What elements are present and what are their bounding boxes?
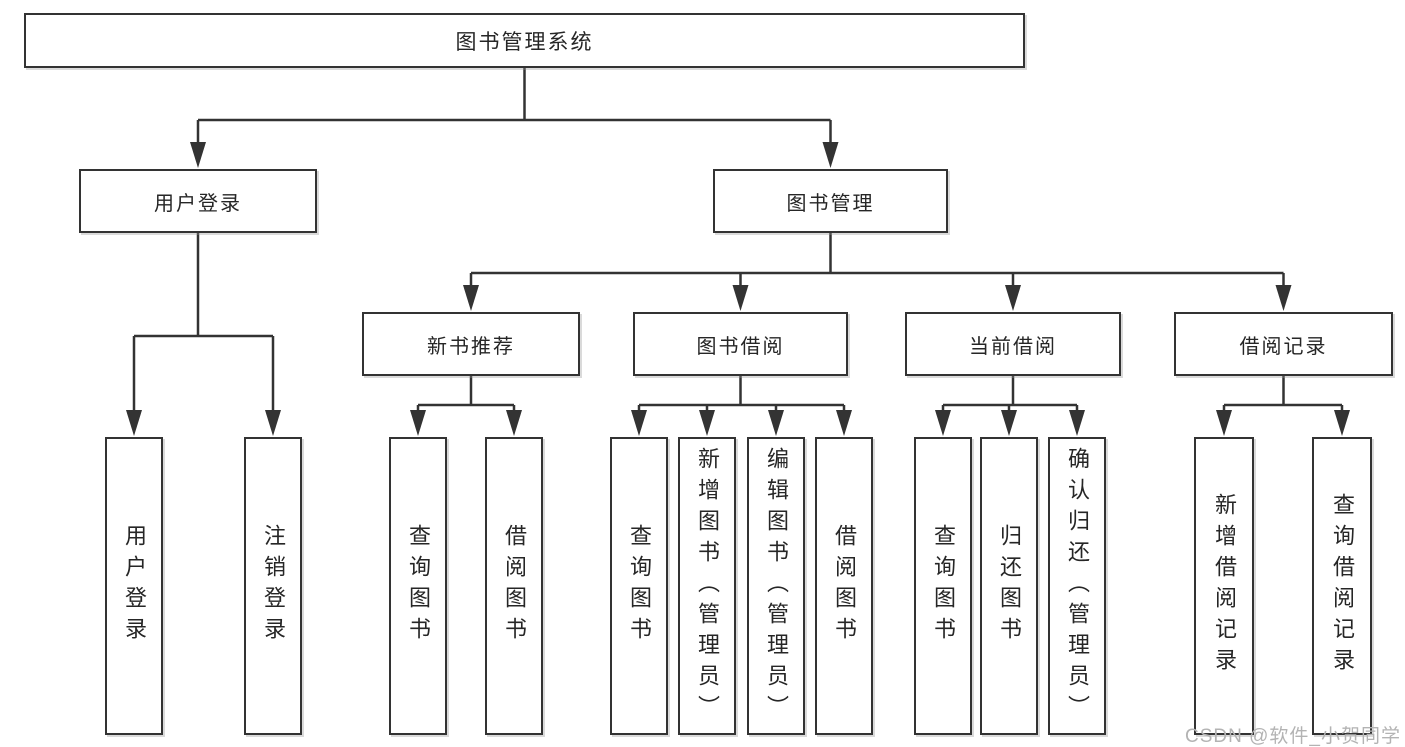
node-library-management-system: 图书管理系统 <box>24 13 1025 68</box>
leaf-label: 借阅图书 <box>502 524 527 648</box>
leaf-user-login: 用户登录 <box>105 437 163 735</box>
arrowheads <box>126 142 1350 436</box>
arrowhead <box>631 410 647 436</box>
leaf-query-books-recommend: 查询图书 <box>389 437 447 735</box>
arrowhead <box>1216 410 1232 436</box>
leaf-label: 借阅图书 <box>832 524 857 648</box>
node-label: 图书借阅 <box>696 335 785 358</box>
arrowhead <box>768 410 784 436</box>
arrowhead <box>463 285 479 311</box>
leaf-label: 注销登录 <box>261 524 286 648</box>
connector-book-borrow <box>637 376 846 418</box>
node-book-borrow: 图书借阅 <box>633 312 848 376</box>
arrowhead <box>126 410 142 436</box>
connector-strokes <box>132 68 1344 418</box>
connector-new-book-recommend <box>416 376 516 418</box>
node-label: 当前借阅 <box>969 335 1057 358</box>
leaf-label: 用户登录 <box>122 524 147 648</box>
arrowhead <box>506 410 522 436</box>
leaf-return-books: 归还图书 <box>980 437 1038 735</box>
leaf-add-borrow-record: 新增借阅记录 <box>1194 437 1254 735</box>
node-label: 用户登录 <box>154 192 242 215</box>
node-new-book-recommend: 新书推荐 <box>362 312 580 376</box>
node-user-login: 用户登录 <box>79 169 317 233</box>
leaf-label: 归还图书 <box>997 524 1022 648</box>
arrowhead <box>1005 285 1021 311</box>
node-book-management: 图书管理 <box>713 169 948 233</box>
arrowhead <box>822 142 839 168</box>
arrowhead <box>410 410 426 436</box>
leaf-confirm-return-admin: 确认归还（管理员） <box>1048 437 1106 735</box>
csdn-watermark: CSDN @软件_小贺同学 <box>1185 726 1401 747</box>
leaf-label: 查询图书 <box>406 524 431 648</box>
arrowhead <box>836 410 852 436</box>
connector-book-management <box>469 233 1285 294</box>
arrowhead <box>1069 410 1085 436</box>
leaf-query-borrow-record: 查询借阅记录 <box>1312 437 1372 735</box>
arrowhead <box>1001 410 1017 436</box>
leaf-label: 查询借阅记录 <box>1330 493 1355 679</box>
connector-root <box>196 68 832 150</box>
connector-borrow-records <box>1222 376 1344 418</box>
arrowhead <box>732 285 749 311</box>
node-label: 借阅记录 <box>1239 335 1328 358</box>
node-label: 图书管理 <box>786 192 875 215</box>
leaf-label: 新增图书（管理员） <box>695 446 720 726</box>
arrowhead <box>190 142 206 168</box>
leaf-borrow-books-recommend: 借阅图书 <box>485 437 543 735</box>
arrowhead <box>1334 410 1350 436</box>
leaf-add-books-admin: 新增图书（管理员） <box>678 437 736 735</box>
leaf-label: 新增借阅记录 <box>1212 493 1237 679</box>
leaf-query-books-current: 查询图书 <box>914 437 972 735</box>
leaf-query-books-borrow: 查询图书 <box>610 437 668 735</box>
arrowhead <box>1275 285 1292 311</box>
leaf-label: 查询图书 <box>627 524 652 648</box>
leaf-label: 查询图书 <box>931 524 956 648</box>
node-label: 新书推荐 <box>427 335 515 358</box>
arrowhead <box>699 410 715 436</box>
arrowhead <box>935 410 951 436</box>
arrowhead <box>265 410 281 436</box>
leaf-edit-books-admin: 编辑图书（管理员） <box>747 437 805 735</box>
leaf-borrow-books: 借阅图书 <box>815 437 873 735</box>
node-current-borrow: 当前借阅 <box>905 312 1121 376</box>
leaf-label: 确认归还（管理员） <box>1065 446 1090 726</box>
node-label: 图书管理系统 <box>455 30 594 54</box>
node-borrow-records: 借阅记录 <box>1174 312 1393 376</box>
leaf-label: 编辑图书（管理员） <box>764 446 789 726</box>
connector-user-login <box>132 233 275 418</box>
leaf-logout: 注销登录 <box>244 437 302 735</box>
